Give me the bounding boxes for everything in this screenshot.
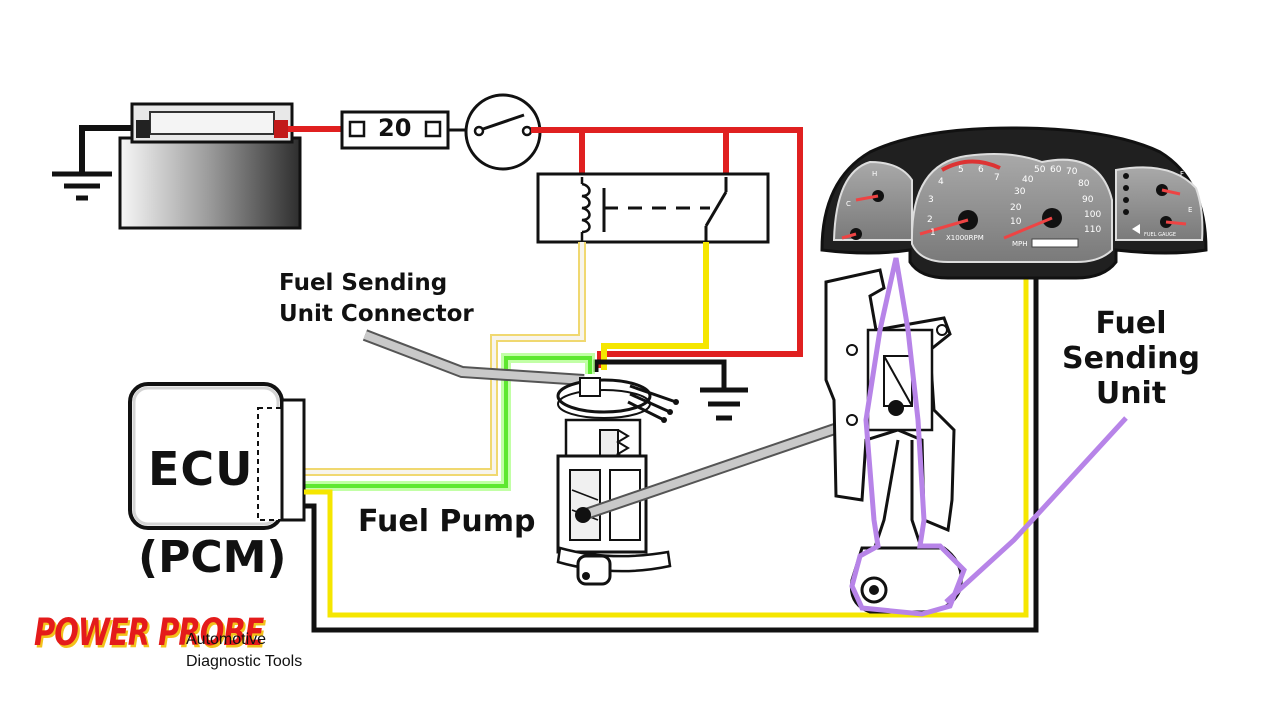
speed-tick: 80 bbox=[1078, 179, 1090, 189]
fuse-20a bbox=[340, 110, 450, 150]
sending-unit-dot bbox=[888, 400, 904, 416]
sender-ground-wire bbox=[304, 268, 1039, 633]
speed-tick: 40 bbox=[1022, 175, 1034, 185]
speed-unit-label: MPH bbox=[1012, 240, 1028, 248]
power-probe-logo: POWER PROBE bbox=[34, 610, 264, 655]
ignition-switch bbox=[464, 93, 542, 171]
fuel-sending-unit-connector-label: Fuel Sending Unit Connector bbox=[279, 270, 474, 327]
speed-tick: 100 bbox=[1084, 210, 1101, 220]
fuel-pump-relay bbox=[536, 172, 770, 244]
fuel-gauge-label: FUEL GAUGE bbox=[1144, 232, 1176, 238]
tach-tick: 5 bbox=[958, 165, 964, 175]
pump-power-wire bbox=[601, 242, 709, 370]
battery bbox=[118, 102, 302, 230]
fuel-sending-unit-label: Fuel Sending Unit bbox=[1062, 306, 1200, 411]
tach-tick: 4 bbox=[938, 177, 944, 187]
speed-tick: 50 bbox=[1034, 165, 1046, 175]
speed-tick: 20 bbox=[1010, 203, 1022, 213]
tach-tick: 1 bbox=[930, 228, 936, 238]
pcm-label: (PCM) bbox=[138, 532, 287, 583]
ecu-label: ECU bbox=[148, 442, 254, 496]
pump-ground-symbol bbox=[593, 359, 748, 421]
sender-signal-wire bbox=[304, 268, 1029, 618]
fuel-sending-unit-assembly bbox=[824, 268, 963, 614]
sending-unit-highlight bbox=[849, 257, 967, 617]
fused-power-wire bbox=[531, 127, 803, 368]
fuel-pump-label: Fuel Pump bbox=[358, 504, 536, 539]
speed-tick: 70 bbox=[1066, 167, 1078, 177]
battery-ground-symbol bbox=[52, 125, 135, 201]
relay-control-wire bbox=[300, 242, 586, 476]
tach-tick: 7 bbox=[994, 173, 1000, 183]
fuel-gauge-mark-empty: E bbox=[1188, 206, 1192, 214]
speed-tick: 110 bbox=[1084, 225, 1101, 235]
speed-tick: 30 bbox=[1014, 187, 1026, 197]
instrument-cluster: X1000RPM MPH 1 2 3 4 5 6 7 10 20 30 40 5… bbox=[820, 126, 1208, 280]
sending-unit-pointer bbox=[944, 416, 1128, 604]
tach-tick: 3 bbox=[928, 195, 934, 205]
fuse-rating-label: 20 bbox=[378, 114, 412, 142]
speed-tick: 10 bbox=[1010, 217, 1022, 227]
fuel-gauge-mark-full: F bbox=[1180, 170, 1184, 178]
brand-tagline: Automotive Diagnostic Tools bbox=[186, 631, 303, 670]
tach-unit-label: X1000RPM bbox=[946, 234, 984, 242]
tach-tick: 6 bbox=[978, 165, 984, 175]
fuel-pump-module bbox=[556, 377, 679, 586]
speed-tick: 90 bbox=[1082, 195, 1094, 205]
fuel-pump-pointer-dot bbox=[575, 507, 591, 523]
temp-gauge-mark-cold: C bbox=[846, 200, 851, 208]
ecu-module bbox=[128, 382, 306, 530]
tach-tick: 2 bbox=[927, 215, 933, 225]
speed-tick: 60 bbox=[1050, 165, 1062, 175]
temp-gauge-mark-hot: H bbox=[872, 170, 877, 178]
